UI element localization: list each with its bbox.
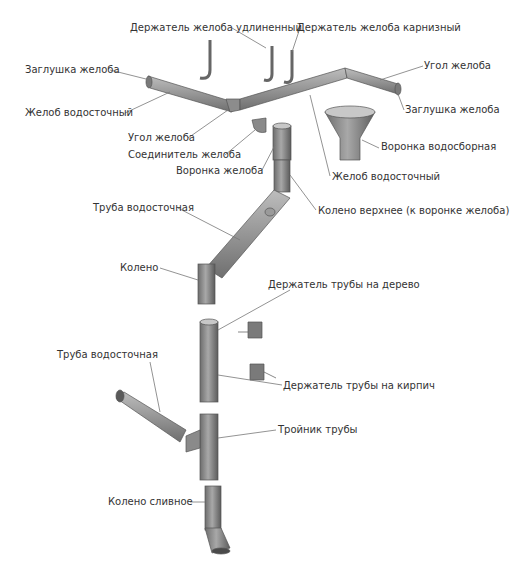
part-label: Желоб водосточный [25,107,133,119]
pipe-end [116,390,124,402]
funnel-top [325,106,375,118]
part-label: Держатель желоба карнизный [297,22,461,34]
drain-outlet [205,528,230,553]
brick-holder [250,364,276,380]
pipe-top [200,319,218,325]
part-label: Желоб водосточный [332,171,440,183]
downpipe-side [116,392,186,442]
part-label: Заглушка желоба [25,64,120,76]
part-label: Держатель трубы на кирпич [283,380,435,392]
part-label: Колено верхнее (к воронке желоба) [318,205,509,217]
part-label: Тройник трубы [278,424,357,436]
cornice-hook [284,50,292,82]
gutter-cap-right [395,83,401,95]
gutter-corner-left [226,99,240,112]
cornice-hook [264,46,272,80]
part-label: Труба водосточная [57,349,158,361]
downpipe-diagonal [206,190,290,278]
part-label: Держатель желоба удлиненный [130,22,302,34]
gutter-cap-left [146,76,152,88]
drain-mouth [212,548,230,554]
tee-branch [186,430,200,452]
part-label: Держатель трубы на дерево [268,279,420,291]
part-label: Соединитель желоба [128,149,241,161]
part-label: Воронка водосборная [381,141,496,153]
downpipe [200,322,218,402]
upper-elbow [274,160,290,192]
gutter-left [148,76,232,112]
collector-funnel [325,112,375,160]
elbow [198,264,215,304]
gutter-corner-right [345,68,398,94]
gutter-outlet [273,126,291,160]
wood-holder [238,322,262,338]
drain-elbow [205,486,221,530]
part-label: Труба водосточная [93,202,194,214]
part-label: Заглушка желоба [405,104,500,116]
part-label: Воронка желоба [176,165,263,177]
leader-lines [110,28,423,502]
part-label: Колено сливное [108,496,193,508]
pipe-joint [265,208,275,216]
part-label: Колено [120,262,158,274]
part-label: Угол желоба [424,60,491,72]
long-hook [200,40,210,78]
tee [200,414,218,480]
outlet-top [273,123,291,129]
part-label: Угол желоба [128,132,195,144]
